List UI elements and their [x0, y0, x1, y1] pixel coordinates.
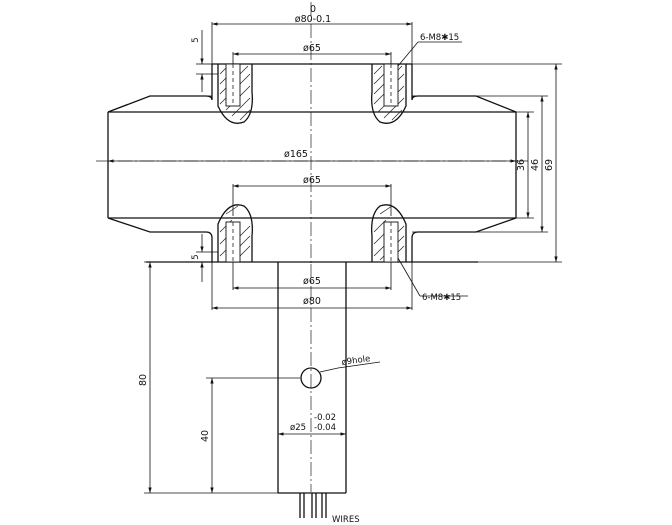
bottom-left-groove: [217, 204, 253, 263]
stem-dia-label: ø25: [290, 423, 306, 433]
dim-top-depth: 5: [191, 30, 218, 92]
stem-tol-lower: -0.04: [314, 423, 336, 433]
dim-165: ø165: [108, 149, 516, 163]
height-46-label: 46: [530, 159, 541, 171]
bottom-dia-label: ø80: [303, 296, 321, 307]
dim-stem-dia: ø25 -0.02 -0.04: [278, 413, 346, 436]
dim-bottom-80: ø80: [211, 262, 413, 310]
bottom-depth-label: 5: [191, 254, 201, 259]
top-left-groove: [217, 63, 253, 124]
body-dia-label: ø165: [284, 149, 308, 160]
dim-mid-65: ø65: [232, 175, 392, 216]
stem: [277, 262, 347, 494]
dim-heights: 36 46 69: [412, 63, 562, 263]
wires-label: WIRES: [332, 515, 360, 525]
wires: [299, 493, 327, 518]
bottom-right-groove: [371, 204, 407, 263]
thread-top-label: 6-M8✱15: [420, 33, 459, 43]
thread-top-callout: 6-M8✱15: [397, 33, 462, 67]
pcd-mid-label: ø65: [303, 175, 321, 186]
dim-bottom-depth: 5: [146, 234, 218, 282]
thread-bottom-label: 6-M8✱15: [422, 293, 461, 303]
dim-bottom-65: ø65: [232, 262, 392, 290]
stem-length-label: 80: [138, 374, 149, 386]
hole-height-label: 40: [200, 430, 211, 442]
top-depth-label: 5: [191, 37, 201, 42]
height-36-label: 36: [516, 159, 527, 171]
top-dia-label: ø80-0.1: [295, 14, 331, 25]
thread-bottom-callout: 6-M8✱15: [397, 257, 468, 303]
top-right-groove: [371, 63, 407, 124]
top-tol-label: 0: [310, 4, 316, 15]
dim-top-65: ø65: [232, 43, 392, 64]
hole-label: ø9hole: [341, 354, 371, 368]
dim-hole-height: 40: [200, 377, 300, 493]
pcd-bottom-label: ø65: [303, 276, 321, 287]
pcd-top-label: ø65: [303, 43, 321, 54]
dim-top-80: 0 ø80-0.1: [211, 4, 413, 64]
dim-stem-length: 80: [138, 261, 278, 494]
height-69-label: 69: [544, 159, 555, 171]
hole-callout: ø9hole: [319, 354, 381, 373]
stem-tol-upper: -0.02: [314, 413, 336, 423]
